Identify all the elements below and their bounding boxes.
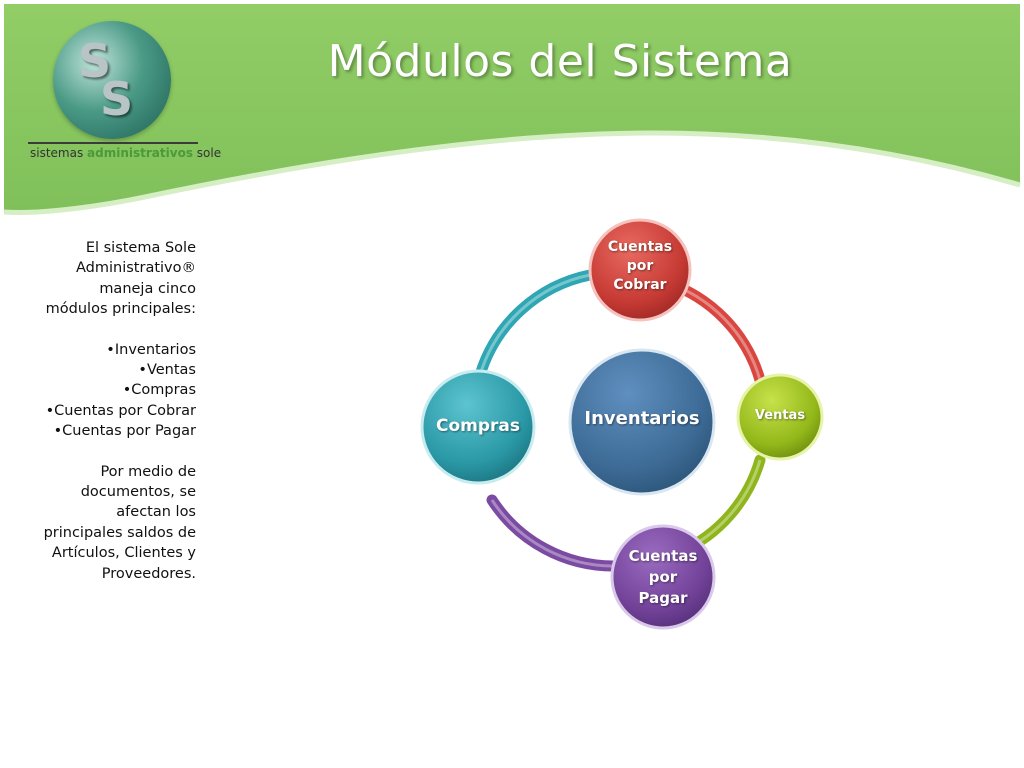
outro-line: documentos, se: [80, 484, 196, 501]
modules-cycle-diagram: Inventarios Cuentas por Cobrar Ventas Cu…: [400, 210, 840, 650]
intro-line: módulos principales:: [45, 301, 196, 318]
node-ventas: [736, 373, 824, 461]
module-bullet: •Inventarios: [106, 341, 196, 358]
outro-line: afectan los: [116, 504, 196, 521]
node-cuentas-por-pagar: [610, 524, 716, 630]
intro-line: maneja cinco: [99, 280, 196, 297]
header-banner: [3, 4, 1021, 215]
logo-tagline-part-2: sole: [192, 146, 222, 160]
cycle-graphic: [420, 218, 824, 630]
node-compras: [420, 369, 536, 485]
arc-left-top: [474, 269, 596, 381]
intro-line: El sistema Sole: [85, 240, 196, 256]
logo-letter-1: S: [78, 34, 112, 88]
logo-divider: [28, 142, 198, 144]
module-bullet: •Cuentas por Cobrar: [45, 402, 196, 419]
logo-tagline-part-1: sistemas: [30, 146, 88, 160]
module-bullet: •Cuentas por Pagar: [53, 423, 196, 440]
logo-letter-2: S: [100, 72, 134, 126]
logo-circle: [53, 21, 171, 139]
description-text: El sistema Sole Administrativo® maneja c…: [20, 238, 196, 584]
node-cuentas-por-cobrar: [588, 218, 692, 322]
node-inventarios: [568, 348, 716, 496]
outro-line: Artículos, Clientes y: [51, 545, 196, 562]
arc-bottom-left: [486, 494, 621, 572]
slide-title: Módulos del Sistema: [327, 36, 793, 87]
module-bullet: •Compras: [122, 382, 196, 399]
logo-tagline-bold: administrativos: [87, 146, 193, 160]
outro-line: Por medio de: [100, 463, 196, 480]
outro-line: principales saldos de: [43, 524, 196, 541]
logo-tagline: sistemas administrativos sole: [30, 146, 221, 160]
intro-line: Administrativo®: [76, 260, 196, 277]
module-bullet: •Ventas: [138, 362, 196, 379]
outro-line: Proveedores.: [101, 565, 196, 582]
company-logo: S S sistemas administrativos sole: [28, 18, 221, 166]
logo-monogram: S S: [78, 34, 158, 126]
